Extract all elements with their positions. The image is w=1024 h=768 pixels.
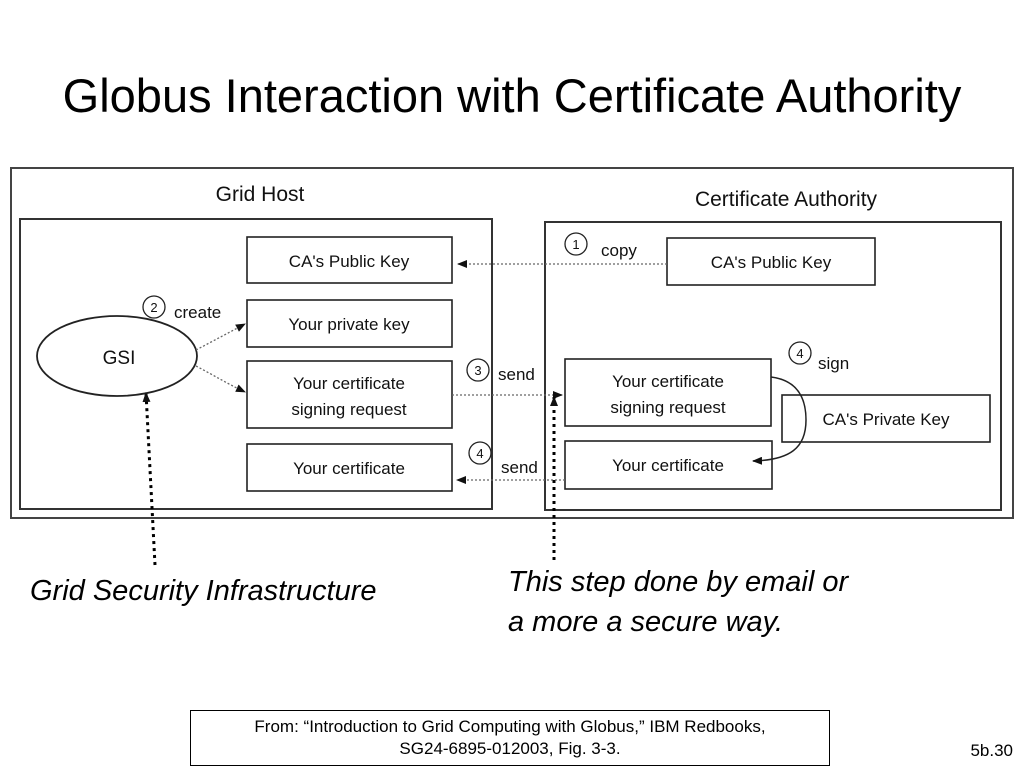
ca-csr-line2: signing request (610, 398, 726, 417)
host-certificate-box (246, 443, 453, 492)
host-ca-public-key-box (246, 236, 453, 284)
step-sign-label: sign (818, 354, 849, 373)
step-create-label: create (174, 303, 221, 322)
email-caption-line2: a more a secure way. (508, 606, 784, 638)
ca-csr-box (564, 358, 772, 427)
step-send-back-number: 4 (476, 446, 483, 461)
host-certificate-text: Your certificate (293, 459, 405, 478)
source-line1: From: “Introduction to Grid Computing wi… (254, 717, 766, 736)
gsi-label: GSI (103, 348, 136, 369)
step-send-back-label: send (501, 458, 538, 477)
grid-host-panel (19, 218, 493, 510)
ca-csr-line1: Your certificate (612, 372, 724, 391)
step-send-label: send (498, 365, 535, 384)
host-private-key-box (246, 299, 453, 348)
step-copy-circle (564, 232, 588, 256)
host-csr-line2: signing request (291, 400, 407, 419)
step-create-circle (142, 295, 166, 319)
ca-public-key-box (666, 237, 876, 286)
step-sign-circle (788, 341, 812, 365)
step-sign-number: 4 (796, 346, 803, 361)
sign-arrow (752, 376, 807, 465)
ca-private-key-text: CA's Private Key (822, 410, 950, 429)
step-copy-number: 1 (572, 237, 579, 252)
create-arrow-private-key (195, 323, 246, 351)
step-copy-label: copy (601, 241, 637, 260)
slide-number: 5b.30 (970, 741, 1013, 760)
ca-certificate-box (564, 440, 773, 490)
host-private-key-text: Your private key (288, 315, 410, 334)
ca-public-key-text: CA's Public Key (711, 253, 832, 272)
email-caption-line1: This step done by email or (508, 566, 849, 598)
grid-host-label: Grid Host (216, 183, 305, 206)
figure-frame (10, 167, 1014, 519)
step-send-circle (466, 358, 490, 382)
email-caption: This step done by email or a more a secu… (508, 562, 848, 642)
ca-panel (544, 221, 1002, 511)
ca-private-key-box (781, 394, 991, 443)
source-line2: SG24-6895-012003, Fig. 3-3. (399, 739, 621, 758)
source-citation: From: “Introduction to Grid Computing wi… (190, 710, 830, 766)
slide-title: Globus Interaction with Certificate Auth… (62, 69, 962, 122)
gsi-pointer-line (142, 392, 157, 566)
step-create-number: 2 (150, 300, 157, 315)
host-ca-public-key-text: CA's Public Key (289, 252, 410, 271)
create-arrow-csr (195, 365, 246, 393)
host-csr-box (246, 360, 453, 429)
step-send-number: 3 (474, 363, 481, 378)
gsi-caption: Grid Security Infrastructure (30, 575, 377, 607)
step-send-back-circle (468, 441, 492, 465)
host-csr-line1: Your certificate (293, 374, 405, 393)
gsi-ellipse (36, 315, 198, 397)
ca-certificate-text: Your certificate (612, 456, 724, 475)
ca-label: Certificate Authority (695, 188, 878, 211)
